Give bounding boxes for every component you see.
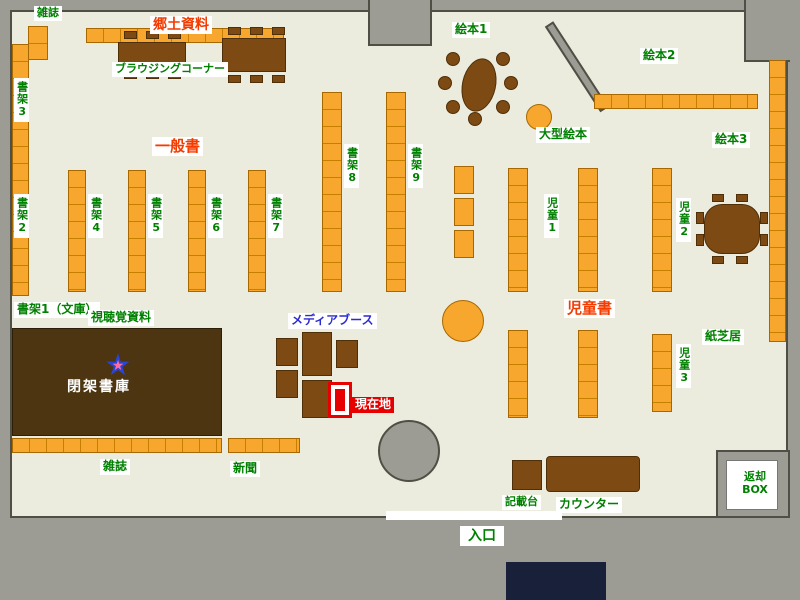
label-local-materials: 郷土資料 xyxy=(150,16,212,35)
star-icon-inner: ★ xyxy=(111,358,125,374)
current-location-marker-bar xyxy=(335,389,345,411)
label-counter: カウンター xyxy=(556,497,623,513)
label-shelf-6: 書架6 xyxy=(208,194,223,238)
chair xyxy=(124,31,137,39)
round-table xyxy=(442,300,484,342)
label-magazines-bottom: 雑誌 xyxy=(100,459,131,475)
label-kamishibai: 紙芝居 xyxy=(702,329,745,345)
chair xyxy=(696,234,704,246)
pillar-top xyxy=(368,0,432,46)
label-children-2: 児童2 xyxy=(676,198,691,242)
magazine-shelf-top xyxy=(28,26,48,60)
label-picture-book-2: 絵本2 xyxy=(640,48,679,64)
media-booth-block xyxy=(302,380,332,418)
label-media-booth: メディアブース xyxy=(288,313,377,329)
chair xyxy=(736,256,748,264)
label-return-box: 返却BOX xyxy=(742,470,768,496)
children-shelf-lower-1 xyxy=(508,330,528,418)
picture-book-2-shelf xyxy=(594,94,758,109)
shelf-5-block xyxy=(128,170,146,292)
entrance-opening xyxy=(386,511,562,520)
chair xyxy=(228,27,241,35)
stool xyxy=(468,112,482,126)
label-picture-book-3: 絵本3 xyxy=(712,132,751,148)
shelf-7-block xyxy=(248,170,266,292)
stool xyxy=(496,100,510,114)
label-children-1: 児童1 xyxy=(544,194,559,238)
newspaper-shelf xyxy=(228,438,300,453)
browsing-table-2 xyxy=(222,38,286,72)
chair xyxy=(712,256,724,264)
label-newspapers: 新聞 xyxy=(230,461,261,477)
stand-block-2 xyxy=(454,198,474,226)
chair xyxy=(272,75,285,83)
stand-block-1 xyxy=(454,166,474,194)
shelf-6-block xyxy=(188,170,206,292)
label-picture-book-1: 絵本1 xyxy=(452,22,491,38)
chair xyxy=(760,212,768,224)
chair xyxy=(250,75,263,83)
media-booth-block xyxy=(276,338,298,366)
chair xyxy=(250,27,263,35)
star-icon: ★ xyxy=(104,348,132,383)
label-shelf-3: 書架3 xyxy=(14,78,29,122)
label-audio-visual: 視聴覚資料 xyxy=(88,310,155,326)
entrance-mat xyxy=(506,562,606,600)
right-wall-shelf xyxy=(769,60,786,342)
label-closed-stacks: 閉架書庫 xyxy=(67,379,131,395)
chair xyxy=(696,212,704,224)
shelf-4-block xyxy=(68,170,86,292)
children-table xyxy=(704,204,760,254)
stool xyxy=(496,52,510,66)
media-booth-block xyxy=(336,340,358,368)
stool xyxy=(446,52,460,66)
label-large-picture-book: 大型絵本 xyxy=(536,127,591,143)
counter-desk xyxy=(546,456,640,492)
label-current-location: 現在地 xyxy=(352,397,395,413)
media-booth-block xyxy=(276,370,298,398)
stool xyxy=(438,76,452,90)
writing-stand-table xyxy=(512,460,542,490)
return-box xyxy=(726,460,778,510)
label-shelf-1-bunko: 書架1（文庫） xyxy=(14,302,101,318)
label-magazines-top: 雑誌 xyxy=(34,6,62,21)
label-browsing-corner: ブラウジングコーナー xyxy=(112,62,228,77)
label-shelf-2: 書架2 xyxy=(14,194,29,238)
label-shelf-7: 書架7 xyxy=(268,194,283,238)
children-shelf-upper-1 xyxy=(508,168,528,292)
children-shelf-upper-2 xyxy=(578,168,598,292)
children-shelf-lower-2 xyxy=(578,330,598,418)
large-picture-book-stand xyxy=(526,104,552,130)
chair xyxy=(760,234,768,246)
closed-stacks-room xyxy=(12,328,222,436)
stool xyxy=(446,100,460,114)
current-location-box xyxy=(328,382,352,418)
children-shelf-upper-3 xyxy=(652,168,672,292)
chair xyxy=(228,75,241,83)
stand-block-3 xyxy=(454,230,474,258)
media-booth-block xyxy=(302,332,332,376)
label-writing-stand: 記載台 xyxy=(502,495,541,510)
chair xyxy=(272,27,285,35)
shelf-9-block xyxy=(386,92,406,292)
location-star-marker: ★ ★ xyxy=(100,348,136,384)
label-shelf-9: 書架9 xyxy=(408,144,423,188)
label-children-3: 児童3 xyxy=(676,344,691,388)
label-shelf-4: 書架4 xyxy=(88,194,103,238)
label-shelf-5: 書架5 xyxy=(148,194,163,238)
stool xyxy=(504,76,518,90)
chair xyxy=(712,194,724,202)
chair xyxy=(736,194,748,202)
label-shelf-8: 書架8 xyxy=(344,144,359,188)
magazine-shelf-bottom xyxy=(12,438,222,453)
label-children-books: 児童書 xyxy=(564,299,616,319)
children-shelf-lower-3 xyxy=(652,334,672,412)
label-entrance: 入口 xyxy=(460,526,504,547)
shelf-8-block xyxy=(322,92,342,292)
corner-wall-top-right xyxy=(744,0,790,62)
pillar-circle xyxy=(378,420,440,482)
label-general-books: 一般書 xyxy=(152,137,204,157)
